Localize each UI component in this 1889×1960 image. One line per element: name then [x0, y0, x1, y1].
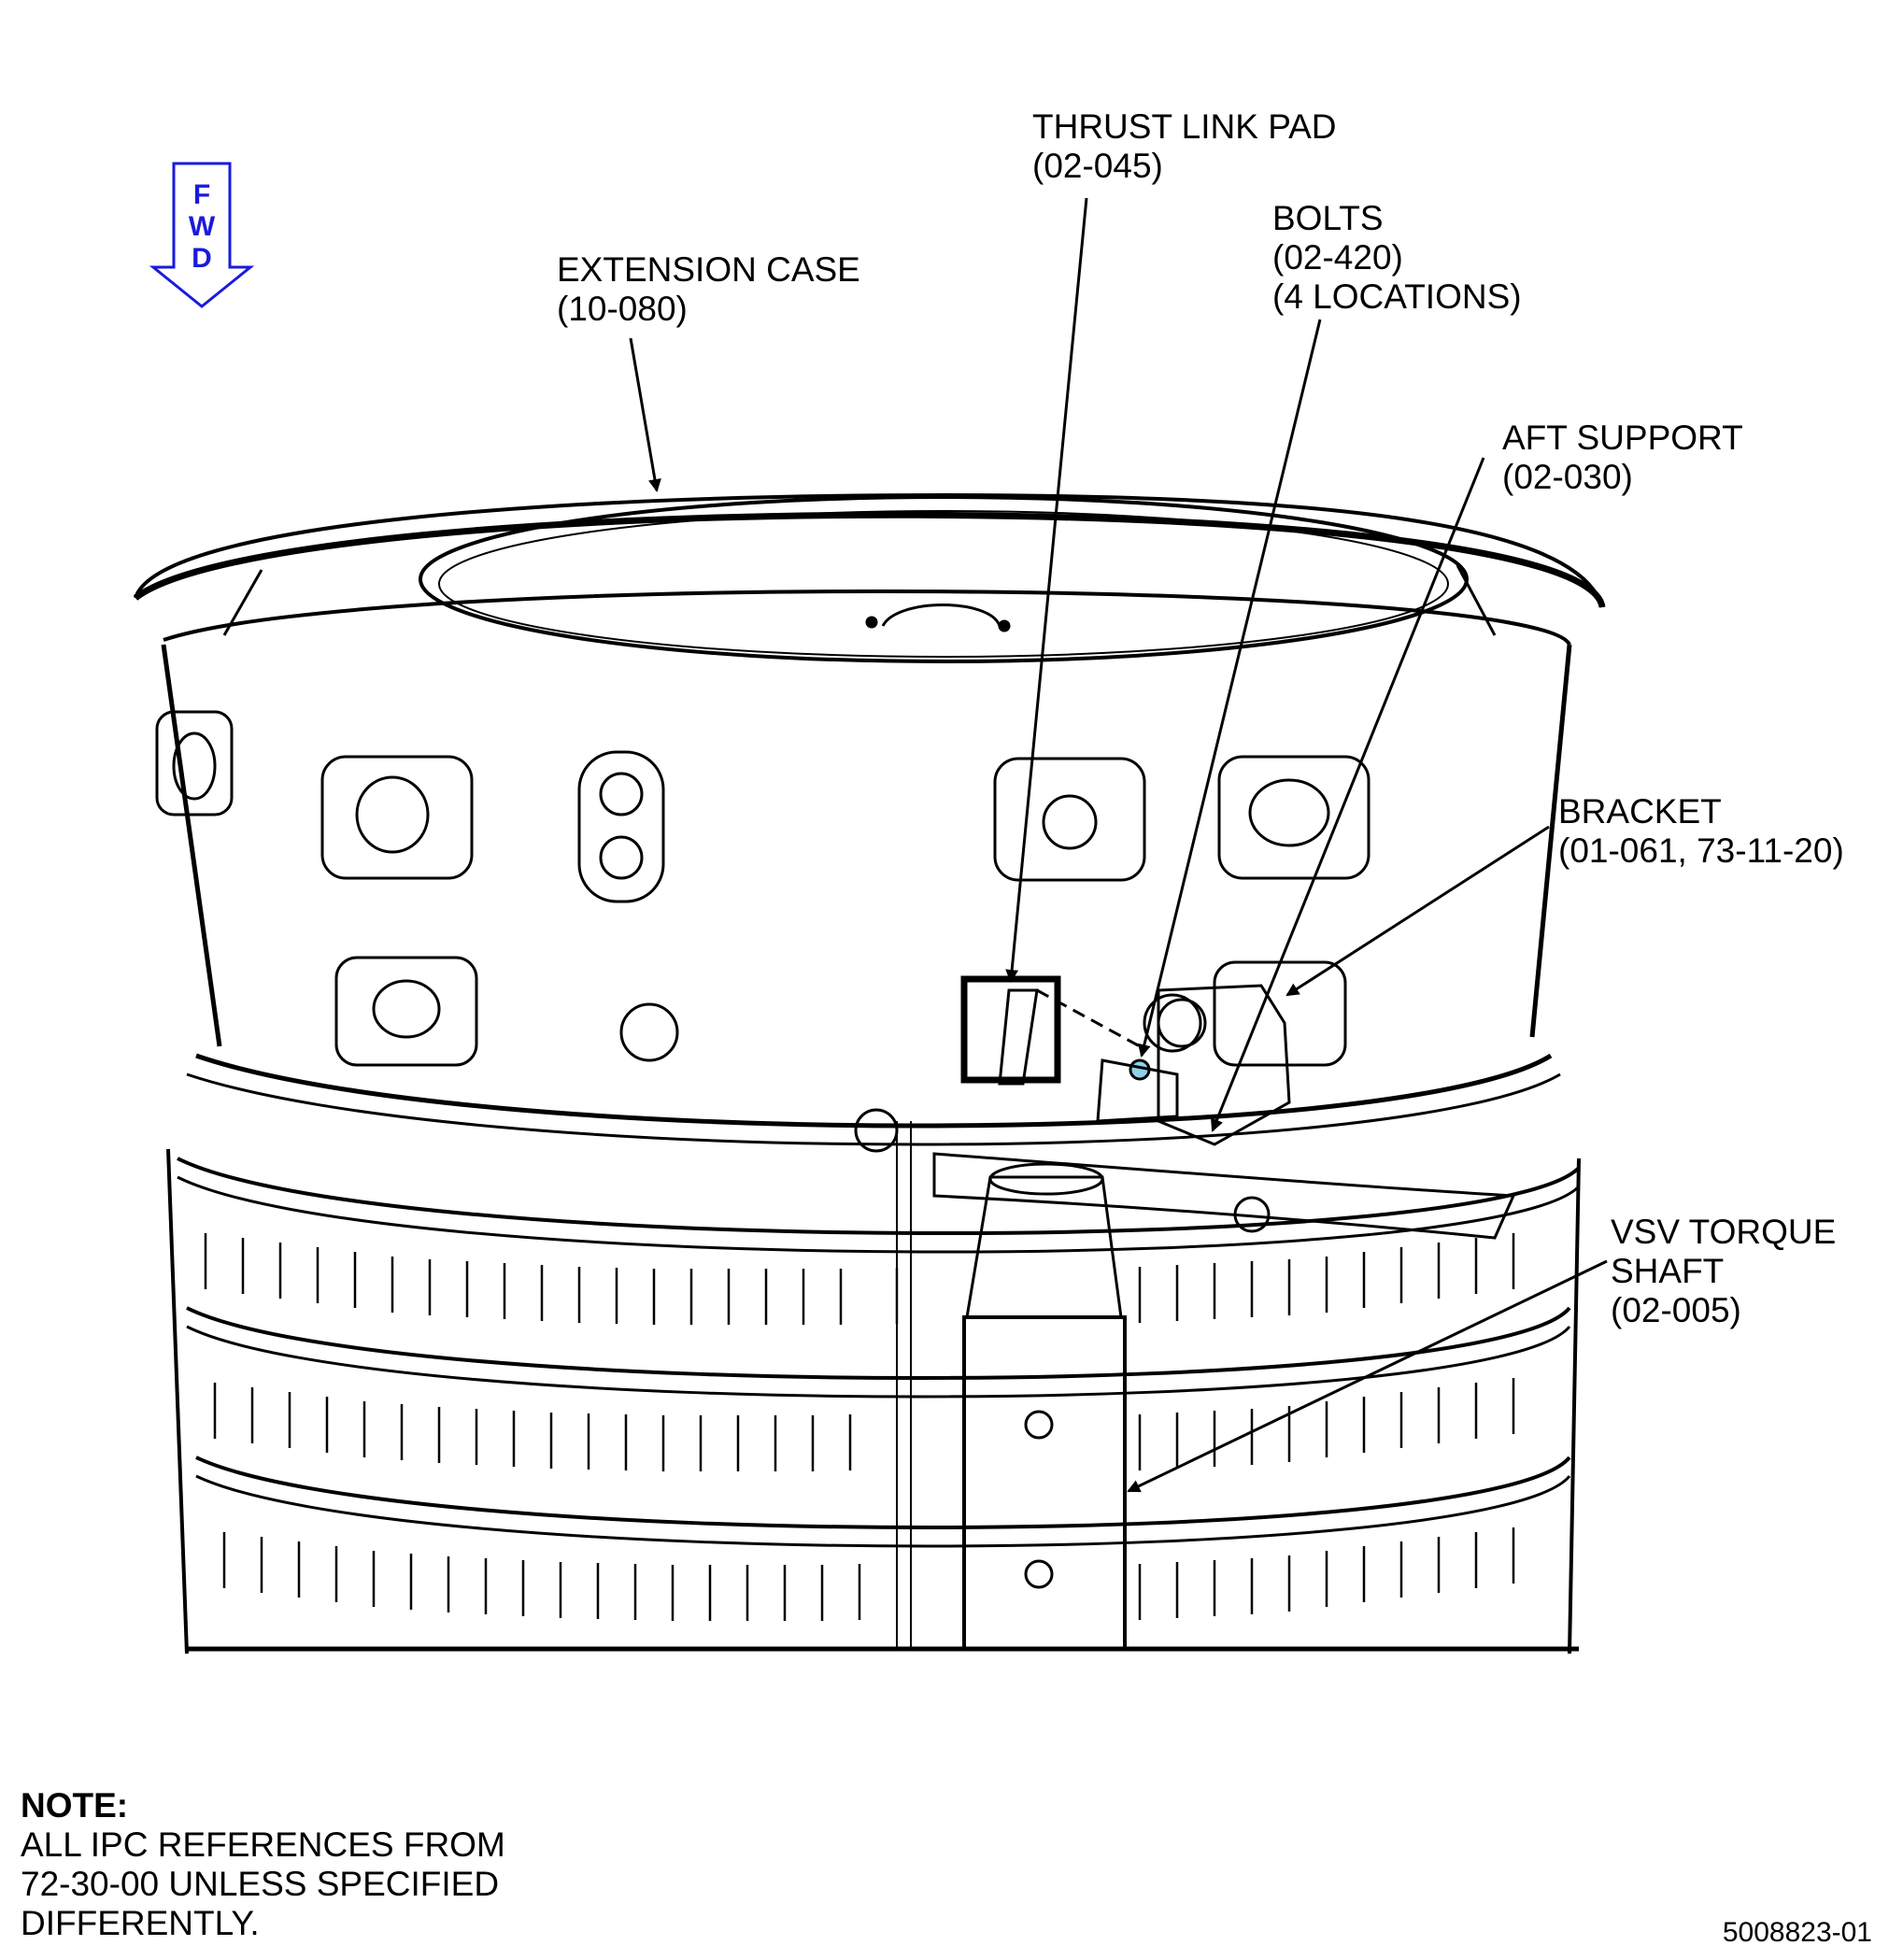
- callout-vsv-torque-shaft: VSV TORQUE SHAFT (02-005): [1611, 1213, 1836, 1330]
- case-bosses: [155, 710, 1371, 1067]
- leader-vsv-torque-shaft: [1127, 1259, 1608, 1493]
- fwd-letter-f: F: [192, 179, 211, 210]
- callout-ref: (02-045): [1032, 147, 1163, 185]
- callout-bracket: BRACKET (01-061, 73-11-20): [1558, 792, 1844, 871]
- callout-name: AFT SUPPORT: [1502, 419, 1743, 457]
- leader-lines: [629, 197, 1608, 1493]
- vane-levers: [204, 1233, 1515, 1621]
- figure-number: 5008823-01: [1722, 1917, 1872, 1948]
- callout-ref: (02-005): [1611, 1291, 1741, 1329]
- callout-ref: (10-080): [557, 290, 688, 328]
- note-line: ALL IPC REFERENCES FROM: [21, 1825, 505, 1864]
- leader-thrust-link-pad: [1005, 197, 1088, 983]
- fwd-arrow-icon: [149, 162, 255, 308]
- leader-bracket: [1285, 825, 1550, 997]
- leader-extension-case: [629, 337, 661, 492]
- leader-bolts: [1138, 319, 1322, 1058]
- extension-case: [133, 492, 1606, 1146]
- note-line: DIFFERENTLY.: [21, 1904, 260, 1942]
- callout-bolts: BOLTS (02-420) (4 LOCATIONS): [1272, 199, 1522, 317]
- callout-qty: (4 LOCATIONS): [1272, 277, 1522, 316]
- callout-line1: VSV TORQUE: [1611, 1213, 1837, 1251]
- callout-name: EXTENSION CASE: [557, 250, 860, 289]
- fwd-letter-w: W: [188, 211, 216, 242]
- thrust-link-assembly: [932, 975, 1516, 1240]
- callout-name: THRUST LINK PAD: [1032, 107, 1337, 146]
- vsv-torque-shaft-body: [854, 1108, 1127, 1651]
- note-line: 72-30-00 UNLESS SPECIFIED: [21, 1865, 500, 1903]
- note-block: NOTE: ALL IPC REFERENCES FROM 72-30-00 U…: [21, 1786, 505, 1943]
- callout-ref: (02-030): [1502, 458, 1633, 496]
- callout-ref: (01-061, 73-11-20): [1558, 831, 1844, 870]
- vsv-stages: [166, 1148, 1581, 1655]
- callout-line2: SHAFT: [1611, 1252, 1725, 1290]
- note-title: NOTE:: [21, 1786, 129, 1825]
- callout-extension-case: EXTENSION CASE (10-080): [557, 250, 860, 329]
- fwd-label: F W D: [183, 179, 220, 275]
- callout-name: BRACKET: [1558, 792, 1722, 831]
- callout-aft-support: AFT SUPPORT (02-030): [1502, 419, 1743, 497]
- callout-name: BOLTS: [1272, 199, 1384, 237]
- fwd-letter-d: D: [192, 243, 212, 274]
- leader-aft-support: [1210, 457, 1485, 1132]
- callout-ref: (02-420): [1272, 238, 1403, 277]
- callout-thrust-link-pad: THRUST LINK PAD (02-045): [1032, 107, 1337, 186]
